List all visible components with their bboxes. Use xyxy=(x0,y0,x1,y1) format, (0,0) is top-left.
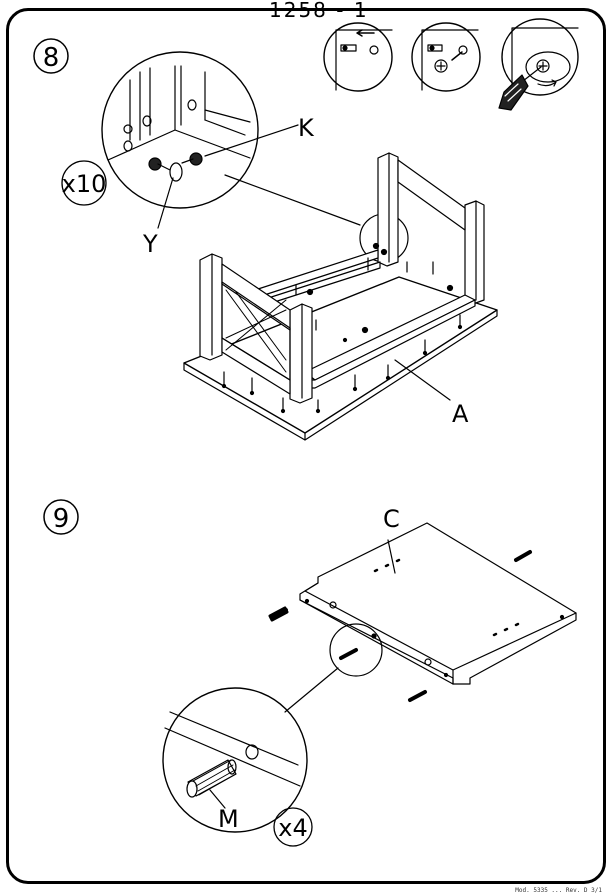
cam-lock-icon xyxy=(148,157,162,171)
camlock-detail-1 xyxy=(323,22,393,92)
screw-icon xyxy=(221,242,463,414)
page-frame: 1258 - 1 xyxy=(6,0,606,884)
leader-m xyxy=(209,789,226,809)
leader-a xyxy=(394,359,451,401)
panel-zoom-marker xyxy=(329,623,383,677)
label-a: A xyxy=(452,400,469,428)
footer-code: Mod. 5335 ... Rev. D 3/1 xyxy=(515,887,602,894)
step-9-number-icon: 9 xyxy=(43,499,79,535)
camlock-detail-2 xyxy=(411,22,481,92)
step-8-number-icon: 8 xyxy=(33,38,69,74)
table-top-a xyxy=(183,276,498,441)
step-9: 9 C xyxy=(43,499,577,847)
label-k: K xyxy=(298,114,315,142)
step-8: 8 xyxy=(33,18,579,441)
table-frame xyxy=(199,152,485,404)
step-9-number: 9 xyxy=(53,504,70,534)
arrow-icon xyxy=(356,29,375,37)
step-8-quantity-badge: x10 xyxy=(61,160,107,206)
label-y: Y xyxy=(142,230,158,258)
screwdriver-detail xyxy=(498,18,579,111)
dowel-icon xyxy=(268,550,532,702)
header-code: 1258 - 1 xyxy=(269,0,369,22)
step-9-quantity: x4 xyxy=(278,814,307,842)
dowel-icon xyxy=(186,759,237,798)
step-9-zoom-detail xyxy=(162,687,308,833)
label-c: C xyxy=(383,505,400,533)
label-m: M xyxy=(218,805,239,833)
leader-y xyxy=(157,177,174,229)
leader-c xyxy=(387,539,396,574)
step-8-zoom-detail xyxy=(101,51,259,209)
step-9-quantity-badge: x4 xyxy=(273,807,313,847)
cam-lock-icon xyxy=(434,59,448,73)
step-8-number: 8 xyxy=(43,43,60,73)
step-8-quantity: x10 xyxy=(62,170,107,198)
zoom-leader xyxy=(224,174,361,226)
zoom-leader-9 xyxy=(284,667,339,713)
panel-c xyxy=(299,522,577,685)
screwdriver-icon xyxy=(498,66,542,111)
leader-k xyxy=(204,124,299,157)
